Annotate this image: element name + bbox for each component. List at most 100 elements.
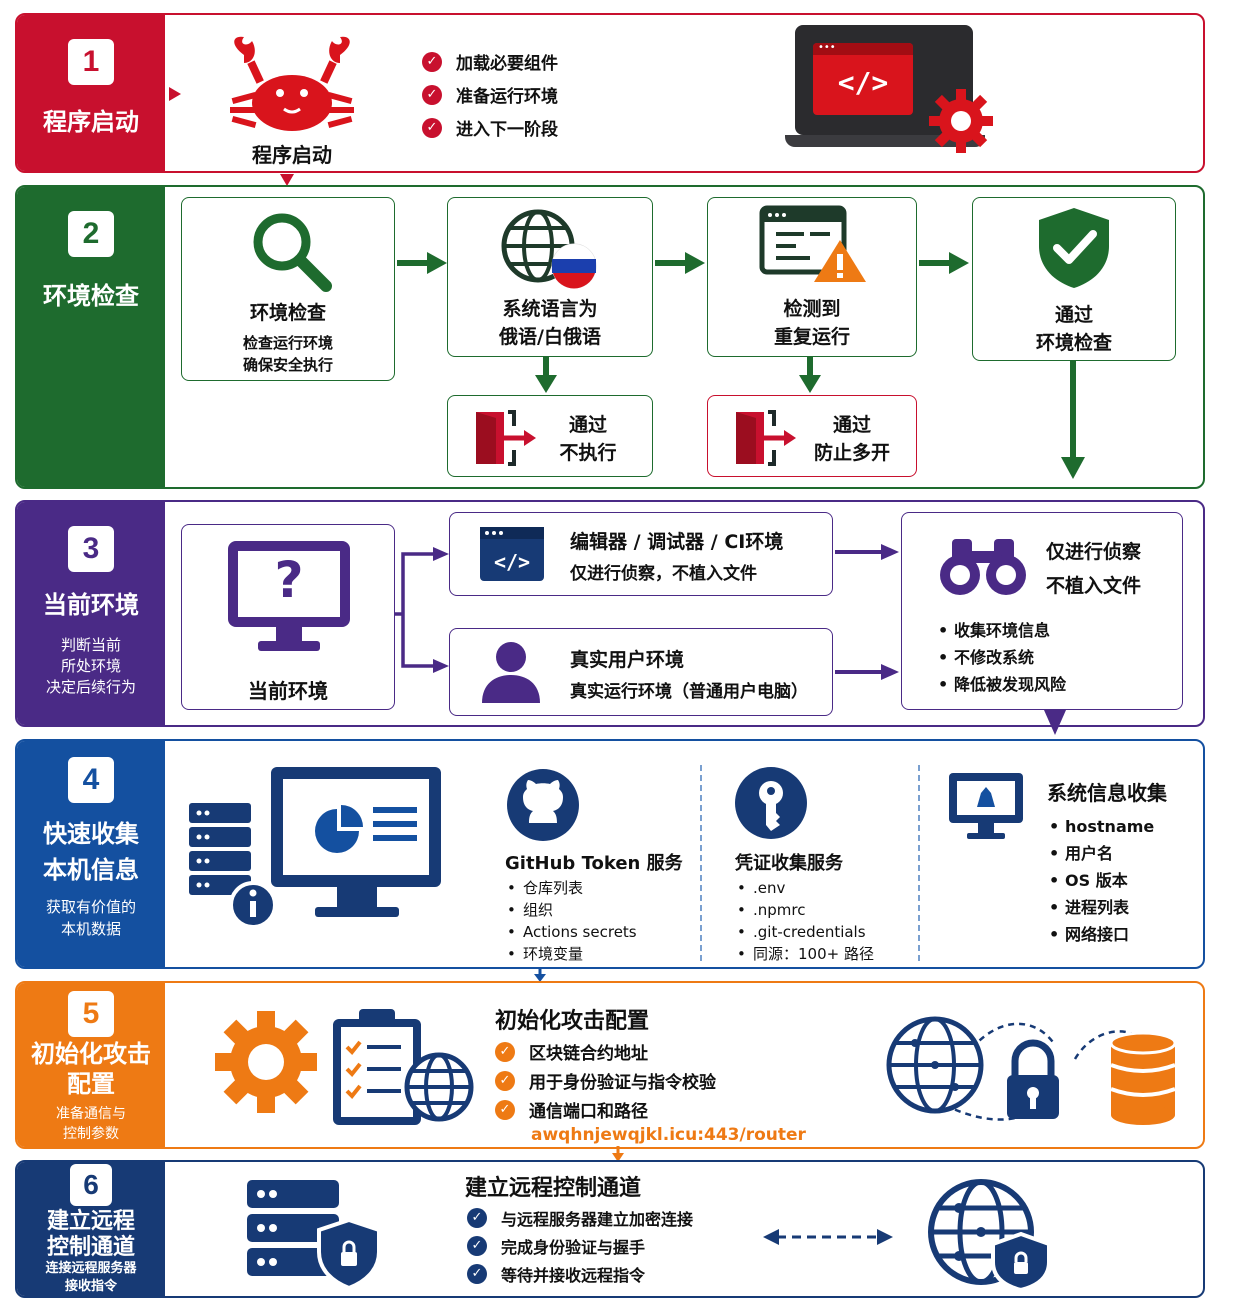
check-label: 区块链合约地址 xyxy=(529,1044,648,1064)
monitor-question-icon xyxy=(228,541,350,651)
list-item: Actions secrets xyxy=(507,921,637,943)
section-3-band: 3 当前环境 判断当前 所处环境 决定后续行为 xyxy=(17,502,165,725)
check-item: ✓ 与远程服务器建立加密连接 xyxy=(467,1204,693,1232)
section-title: 当前环境 xyxy=(43,591,139,619)
env-check-box: 环境检查 检查运行环境 确保安全执行 xyxy=(181,197,395,381)
box-title: 编辑器 / 调试器 / CI环境 xyxy=(570,531,784,553)
section-1-band: 1 程序启动 xyxy=(17,15,165,171)
check-icon: ✓ xyxy=(495,1041,515,1062)
config-checklist: ✓ 区块链合约地址 ✓ 用于身份验证与指令校验 ✓通信端口和路径 xyxy=(495,1037,716,1124)
box-title: 当前环境 xyxy=(248,679,328,703)
list-item: .npmrc xyxy=(737,899,874,921)
section-title: 控制通道 xyxy=(46,1235,135,1260)
section-2-env-check: 2 环境检查 环境检查 检查运行环境 确保安全执行 系统语言为 俄语/白俄语 xyxy=(15,185,1205,489)
check-label: 用于身份验证与指令校验 xyxy=(529,1073,716,1093)
check-label: 完成身份验证与握手 xyxy=(501,1238,646,1257)
svg-text:</>: </> xyxy=(494,550,530,574)
flow-arrow-icon xyxy=(835,544,899,560)
check-label: 通信端口和路径 xyxy=(529,1102,648,1122)
arrow-right-icon xyxy=(169,87,181,101)
section-title: 配置 xyxy=(67,1070,115,1098)
exit-line: 通过 xyxy=(568,414,607,436)
sys-title: 系统信息收集 xyxy=(1047,781,1167,805)
check-icon: ✓ xyxy=(422,117,442,138)
env-pass-box: 通过 环境检查 xyxy=(972,197,1176,361)
check-icon: ✓ xyxy=(495,1070,515,1091)
language-check-box: 系统语言为 俄语/白俄语 xyxy=(447,197,653,357)
channel-checklist: ✓与远程服务器建立加密连接 ✓完成身份验证与握手 ✓等待并接收远程指令 xyxy=(467,1204,693,1288)
section-subtitle: 控制参数 xyxy=(63,1126,119,1142)
section-title: 环境检查 xyxy=(43,282,139,310)
check-label: 进入下一阶段 xyxy=(456,120,558,140)
shield-check-icon xyxy=(1039,208,1109,288)
flow-arrow-icon xyxy=(397,252,447,274)
github-title: GitHub Token 服务 xyxy=(505,853,683,874)
box-title: 真实用户环境 xyxy=(570,649,685,671)
box-line: 通过 xyxy=(1054,304,1093,326)
key-icon xyxy=(735,767,807,839)
crab-mascot-icon xyxy=(230,36,354,131)
check-item: ✓ 进入下一阶段 xyxy=(422,111,558,144)
step-number: 4 xyxy=(68,757,114,803)
window-warning-icon xyxy=(759,205,866,282)
recon-title: 不植入文件 xyxy=(1046,575,1142,597)
sys-list: hostname 用户名 OS 版本 进程列表 网络接口 xyxy=(1049,813,1154,948)
check-label: 准备运行环境 xyxy=(456,87,558,107)
exit-line: 防止多开 xyxy=(813,442,890,464)
box-line: 检查运行环境 xyxy=(242,334,333,352)
startup-checklist: ✓加载必要组件 ✓ 准备运行环境 ✓ 进入下一阶段 xyxy=(422,45,558,144)
check-icon: ✓ xyxy=(467,1208,487,1228)
check-item: ✓加载必要组件 xyxy=(422,45,558,78)
network-lock-database-icon xyxy=(886,1016,1177,1125)
dev-env-box: </> 编辑器 / 调试器 / CI环境 仅进行侦察，不植入文件 xyxy=(449,512,833,596)
check-label: 加载必要组件 xyxy=(456,54,558,74)
section-title: 初始化攻击 xyxy=(31,1040,151,1068)
check-item: ✓通信端口和路径 xyxy=(495,1095,716,1124)
box-line: 重复运行 xyxy=(773,326,850,348)
mascot-label: 程序启动 xyxy=(252,143,332,167)
recon-list: 收集环境信息 不修改系统 降低被发现风险 xyxy=(938,617,1066,698)
down-arrow-icon xyxy=(1044,710,1066,735)
section-title: 本机信息 xyxy=(43,856,139,884)
list-item: 网络接口 xyxy=(1049,921,1154,948)
section-subtitle: 本机数据 xyxy=(60,920,121,938)
clipboard-globe-icon xyxy=(333,1009,474,1125)
box-line: 系统语言为 xyxy=(502,298,598,320)
binoculars-icon xyxy=(940,539,1026,595)
section-4-collect-info: 4 快速收集 本机信息 获取有价值的 本机数据 GitHub Token 服务 … xyxy=(15,739,1205,969)
box-line: 确保安全执行 xyxy=(242,356,333,374)
list-item: 用户名 xyxy=(1049,840,1154,867)
section-6-band: 6 建立远程 控制通道 连接远程服务器 接收指令 xyxy=(17,1162,165,1296)
down-arrow-icon xyxy=(535,357,557,393)
channel-heading: 建立远程控制通道 xyxy=(465,1176,642,1201)
section-subtitle: 获取有价值的 xyxy=(45,898,136,916)
list-item: 仓库列表 xyxy=(507,877,637,899)
section-5-attack-config: 5 初始化攻击 配置 准备通信与 控制参数 初始化攻击配置 ✓区块链合约地址 ✓… xyxy=(15,981,1205,1149)
flow-arrow-icon xyxy=(835,664,899,680)
exit-door-icon xyxy=(476,410,536,466)
box-title: 环境检查 xyxy=(249,302,326,324)
box-line: 环境检查 xyxy=(1035,332,1112,354)
section-1-startup: 1 程序启动 程序启动 ✓加载必要组件 ✓准备运行环境 ✓进入下一阶段 ••• xyxy=(15,13,1205,173)
list-item: .env xyxy=(737,877,874,899)
branch-connector-icon xyxy=(395,547,449,673)
exit-box-language: 通过 不执行 xyxy=(447,395,653,477)
code-window-icon: </> xyxy=(480,527,544,581)
check-label: 与远程服务器建立加密连接 xyxy=(501,1210,694,1229)
section-subtitle: 准备通信与 xyxy=(56,1106,126,1122)
laptop-icon: ••• </> xyxy=(785,25,995,153)
step-number: 1 xyxy=(68,39,114,85)
check-icon: ✓ xyxy=(467,1264,487,1284)
check-item: ✓完成身份验证与握手 xyxy=(467,1232,693,1260)
section-subtitle: 判断当前 xyxy=(60,636,121,654)
check-item: ✓ 准备运行环境 xyxy=(422,78,558,111)
cred-title: 凭证收集服务 xyxy=(735,853,843,874)
exit-line: 通过 xyxy=(832,414,871,436)
section-title: 快速收集 xyxy=(43,820,139,848)
divider xyxy=(918,765,920,961)
list-item: 收集环境信息 xyxy=(938,617,1066,644)
connector-arrow-icon xyxy=(534,967,546,982)
c2-url: awqhnjewqjkl.icu:443/router xyxy=(531,1125,806,1145)
check-icon: ✓ xyxy=(422,84,442,105)
gear-icon xyxy=(929,89,993,153)
